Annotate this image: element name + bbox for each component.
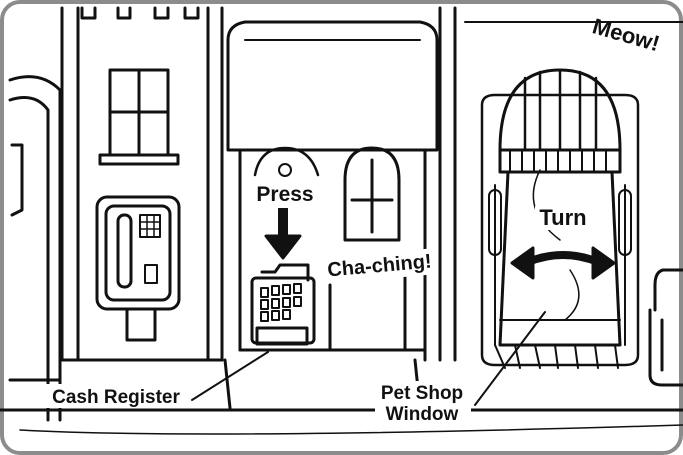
cash-register-label: Cash Register [52,387,180,408]
press-label: Press [256,183,313,206]
pet-shop-window-label-line2: Window [386,404,459,425]
turn-label: Turn [539,205,586,230]
pet-shop-window-label-line1: Pet Shop [381,383,463,404]
